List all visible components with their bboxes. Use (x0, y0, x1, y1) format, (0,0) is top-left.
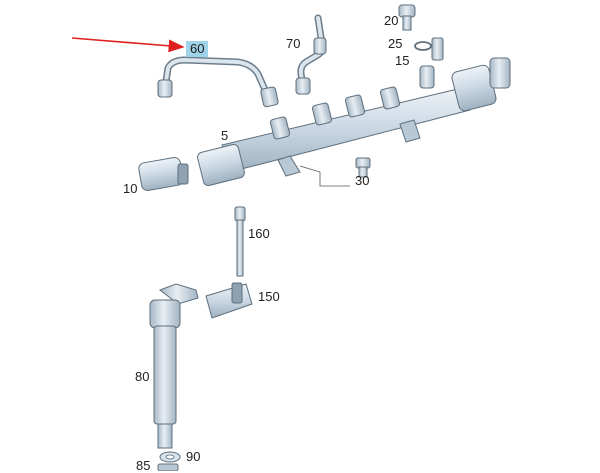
callout-20[interactable]: 20 (384, 13, 399, 28)
callout-85[interactable]: 85 (136, 458, 151, 473)
callout-70[interactable]: 70 (286, 36, 301, 51)
callout-160[interactable]: 160 (248, 226, 270, 241)
pointer-arrow (71, 37, 185, 53)
part-80-injector[interactable] (149, 283, 199, 449)
part-160-stud-bolt[interactable] (234, 206, 246, 277)
callout-80[interactable]: 80 (135, 369, 150, 384)
part-150-clamp[interactable] (205, 282, 253, 319)
part-10-pressure-sensor[interactable] (138, 157, 189, 192)
callout-60[interactable]: 60 (186, 41, 209, 57)
callout-25[interactable]: 25 (388, 36, 403, 51)
part-85-seal[interactable] (157, 463, 179, 471)
part-60-fuel-line[interactable] (157, 56, 279, 108)
callout-150[interactable]: 150 (258, 289, 280, 304)
callout-10[interactable]: 10 (123, 181, 138, 196)
part-70-fuel-line[interactable] (295, 14, 327, 95)
part-25-seal-ring[interactable] (414, 41, 432, 51)
callout-15[interactable]: 15 (395, 53, 410, 68)
callout-30[interactable]: 30 (355, 173, 370, 188)
callout-5[interactable]: 5 (221, 128, 229, 143)
part-15-fitting[interactable] (431, 37, 444, 61)
part-30-screw[interactable] (299, 157, 371, 187)
part-5-fuel-rail[interactable] (197, 57, 511, 187)
callout-90[interactable]: 90 (186, 449, 201, 464)
part-90-washer[interactable] (159, 451, 181, 463)
part-20-bolt[interactable] (398, 4, 416, 31)
